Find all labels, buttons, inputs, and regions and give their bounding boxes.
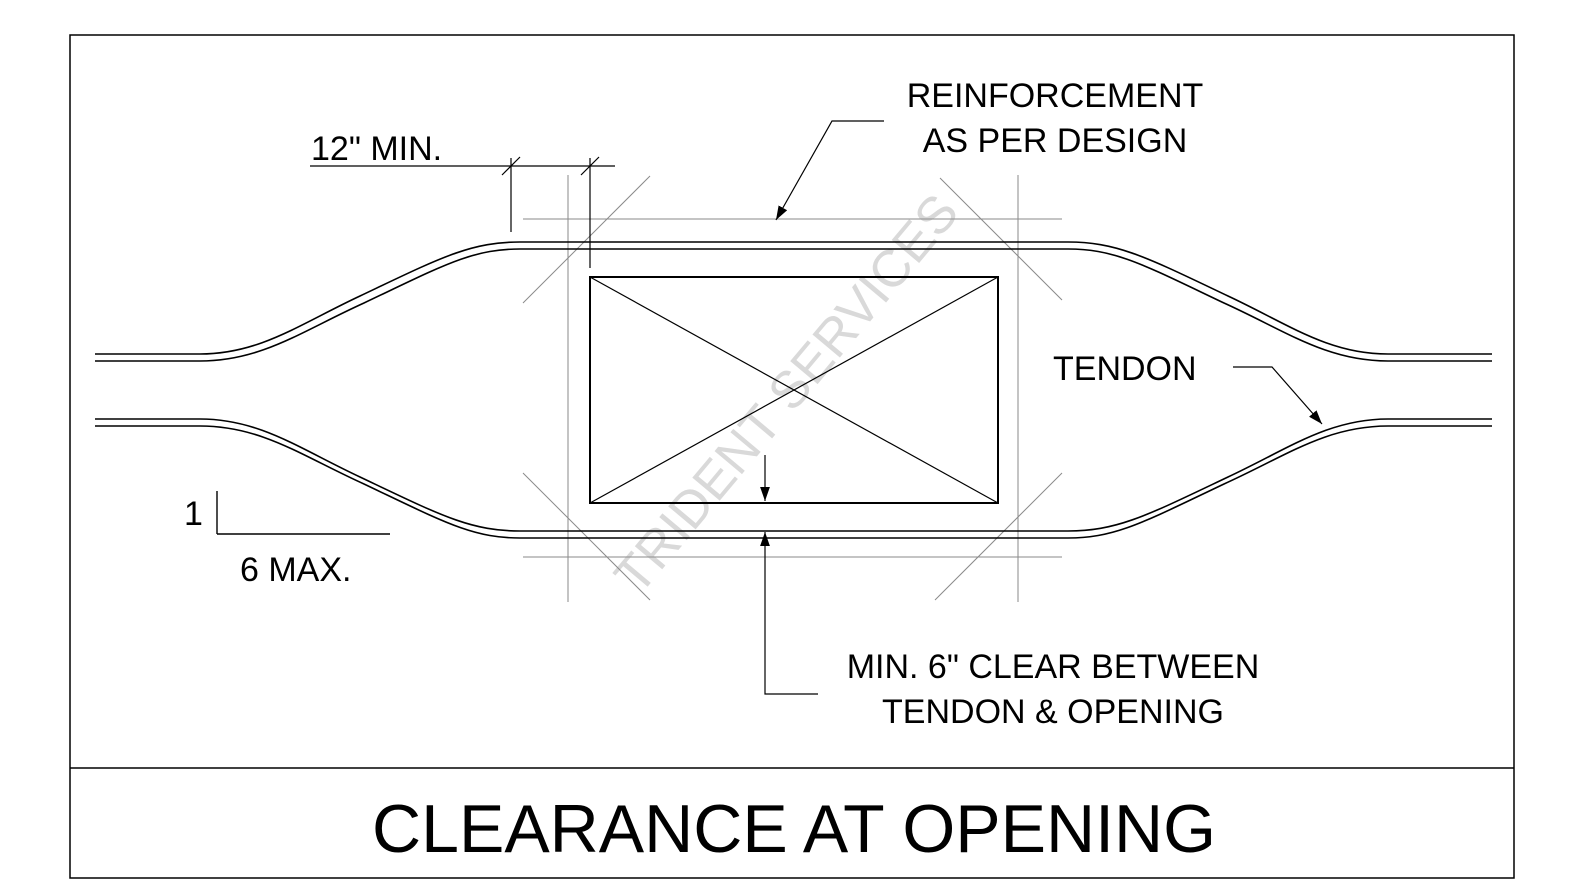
- opening: [589, 276, 999, 504]
- clear-label-line2: TENDON & OPENING: [882, 693, 1224, 731]
- drawing-title: CLEARANCE AT OPENING: [372, 791, 1216, 867]
- dimension-12-min: [310, 156, 615, 268]
- reinforcement-label-line1: REINFORCEMENT: [907, 77, 1204, 115]
- clear-label-line1: MIN. 6" CLEAR BETWEEN: [847, 648, 1260, 686]
- slope-run-label: 6 MAX.: [240, 551, 351, 589]
- reinforcement-label-line2: AS PER DESIGN: [923, 122, 1188, 160]
- tendon-label: TENDON: [1053, 350, 1197, 388]
- clear-dimension: [760, 455, 818, 695]
- slope-indicator: [216, 491, 390, 535]
- drawing-border: [69, 34, 1515, 879]
- min-12-label: 12" MIN.: [311, 130, 442, 168]
- reinforcement-leader: [775, 120, 884, 221]
- diagonal-corner-bars: [522, 175, 1063, 601]
- tendon-top: [95, 241, 1492, 362]
- tendon-bottom: [95, 418, 1492, 539]
- tendon-leader: [1233, 366, 1323, 425]
- slope-rise-label: 1: [184, 495, 203, 533]
